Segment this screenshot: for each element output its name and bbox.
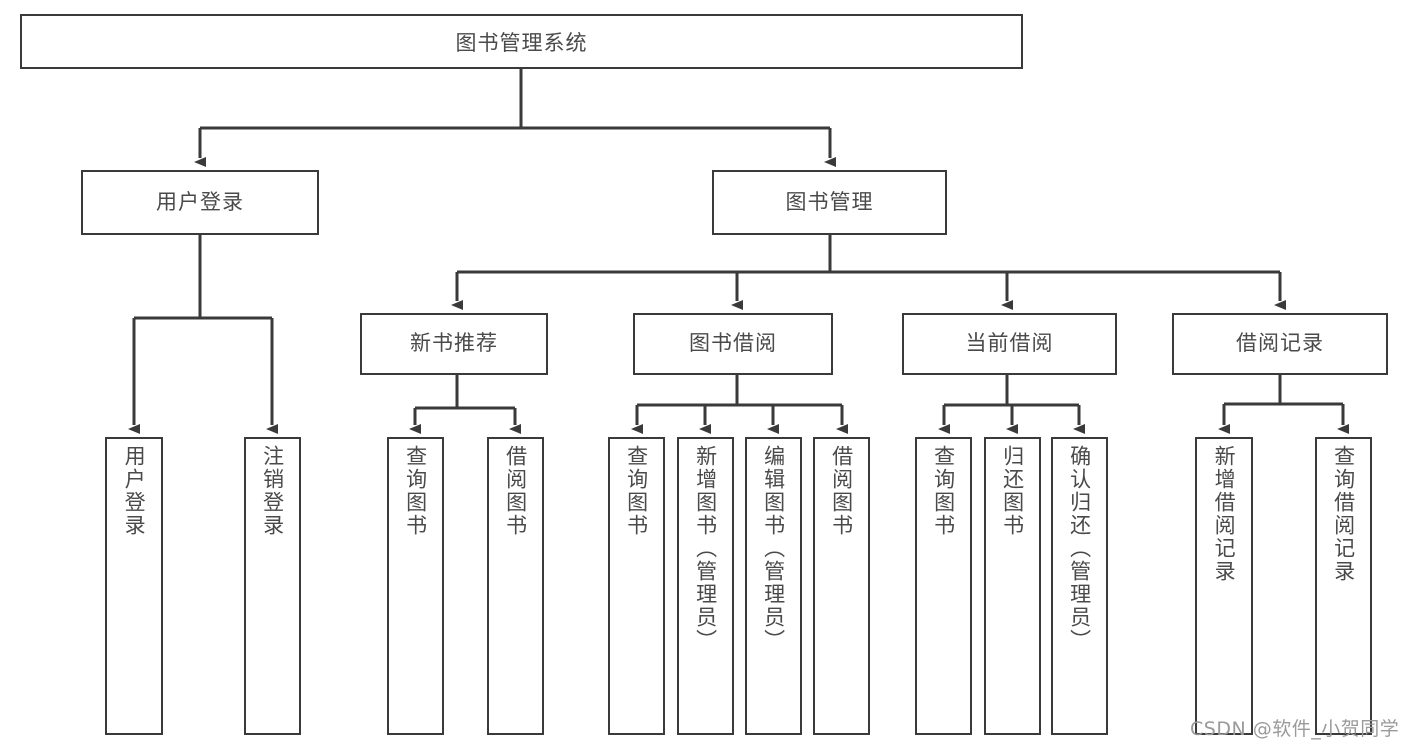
node-book-borrow-label: 图书借阅 (689, 331, 777, 356)
node-leaf-confirm-return-label: 确认归还（管理员） (1067, 445, 1092, 652)
node-user-login[interactable]: 用户登录 (81, 170, 319, 235)
node-leaf-add-record-label: 新增借阅记录 (1212, 445, 1237, 583)
node-leaf-logout[interactable]: 注销登录 (244, 437, 301, 735)
node-new-book-recommend-label: 新书推荐 (410, 331, 498, 356)
node-leaf-confirm-return[interactable]: 确认归还（管理员） (1051, 437, 1108, 735)
node-leaf-return-book-label: 归还图书 (1000, 445, 1025, 537)
node-current-borrow-label: 当前借阅 (965, 331, 1054, 356)
node-leaf-query-book-3[interactable]: 查询图书 (915, 437, 972, 735)
node-book-borrow[interactable]: 图书借阅 (633, 313, 833, 375)
node-book-manage[interactable]: 图书管理 (712, 170, 947, 235)
node-leaf-borrow-book-2[interactable]: 借阅图书 (813, 437, 870, 735)
node-leaf-user-login[interactable]: 用户登录 (105, 437, 163, 735)
node-current-borrow[interactable]: 当前借阅 (902, 313, 1117, 375)
node-leaf-query-book-3-label: 查询图书 (931, 445, 956, 537)
node-leaf-logout-label: 注销登录 (260, 445, 285, 537)
node-borrow-record-label: 借阅记录 (1236, 331, 1324, 356)
node-leaf-edit-book-label: 编辑图书（管理员） (761, 445, 786, 652)
node-leaf-query-book-2[interactable]: 查询图书 (608, 437, 665, 735)
node-root[interactable]: 图书管理系统 (20, 14, 1023, 69)
node-leaf-return-book[interactable]: 归还图书 (984, 437, 1041, 735)
node-leaf-query-book-1-label: 查询图书 (403, 445, 428, 537)
node-leaf-user-login-label: 用户登录 (122, 445, 147, 537)
node-leaf-add-book-label: 新增图书（管理员） (693, 445, 718, 652)
node-user-login-label: 用户登录 (156, 189, 244, 214)
node-root-label: 图书管理系统 (455, 30, 588, 55)
csdn-watermark: CSDN @软件_小贺同学 (1190, 718, 1400, 740)
node-leaf-query-record[interactable]: 查询借阅记录 (1315, 437, 1372, 735)
node-leaf-query-book-1[interactable]: 查询图书 (387, 437, 444, 735)
node-leaf-edit-book[interactable]: 编辑图书（管理员） (745, 437, 802, 735)
node-leaf-borrow-book-1-label: 借阅图书 (503, 445, 528, 537)
node-leaf-add-record[interactable]: 新增借阅记录 (1195, 437, 1253, 735)
node-leaf-query-book-2-label: 查询图书 (624, 445, 649, 537)
node-new-book-recommend[interactable]: 新书推荐 (360, 313, 548, 375)
node-leaf-borrow-book-2-label: 借阅图书 (829, 445, 854, 537)
node-book-manage-label: 图书管理 (785, 189, 874, 214)
node-leaf-borrow-book-1[interactable]: 借阅图书 (487, 437, 544, 735)
node-borrow-record[interactable]: 借阅记录 (1172, 313, 1388, 375)
node-leaf-add-book[interactable]: 新增图书（管理员） (677, 437, 734, 735)
node-leaf-query-record-label: 查询借阅记录 (1331, 445, 1356, 583)
